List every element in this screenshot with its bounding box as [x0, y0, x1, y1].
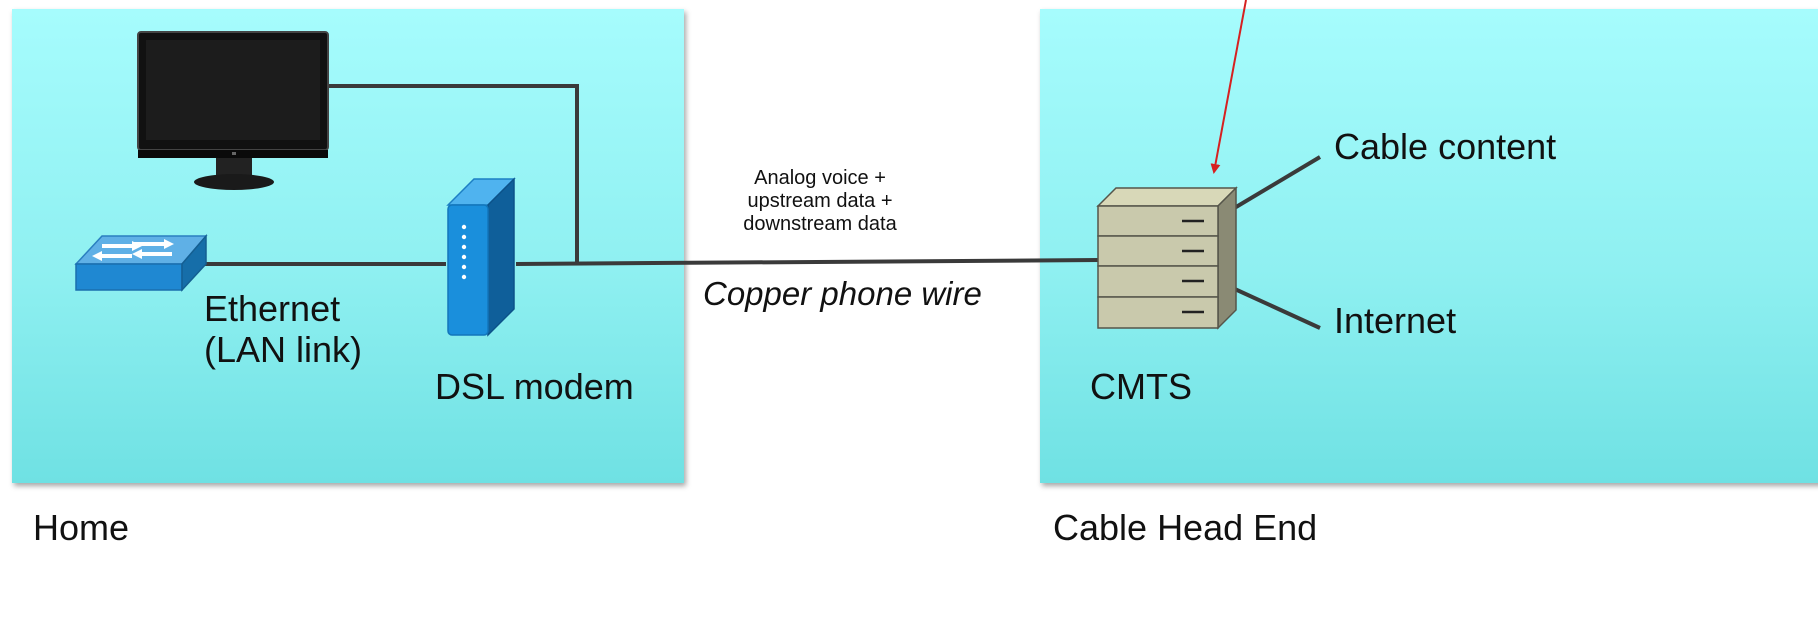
signal-description: Analog voice + upstream data + downstrea… — [700, 167, 940, 236]
tv-wire — [326, 84, 579, 264]
cmts-rack-icon — [1096, 186, 1242, 337]
dsl-modem-icon — [444, 175, 518, 345]
cmts-label: CMTS — [1090, 366, 1192, 407]
cable-content-label: Cable content — [1334, 126, 1557, 167]
ethernet-label: Ethernet (LAN link) — [204, 288, 362, 371]
signal-line2: upstream data + — [747, 190, 893, 212]
ethernet-label-line1: Ethernet — [204, 288, 341, 329]
home-zone-title: Home — [33, 507, 130, 548]
tv-icon — [136, 30, 332, 199]
internet-label: Internet — [1334, 300, 1457, 341]
wire-label: Copper phone wire — [703, 275, 982, 312]
head-end-zone-title: Cable Head End — [1053, 507, 1318, 548]
ethernet-switch-icon — [72, 233, 208, 299]
copper-wire — [515, 258, 1101, 266]
internet-wire — [1225, 283, 1321, 330]
signal-line3: downstream data — [743, 213, 897, 235]
dsl-modem-label: DSL modem — [435, 366, 634, 407]
pointer-arrow — [1210, 0, 1247, 174]
signal-line1: Analog voice + — [754, 167, 886, 189]
cable-content-wire — [1224, 155, 1322, 215]
ethernet-label-line2: (LAN link) — [204, 329, 363, 371]
